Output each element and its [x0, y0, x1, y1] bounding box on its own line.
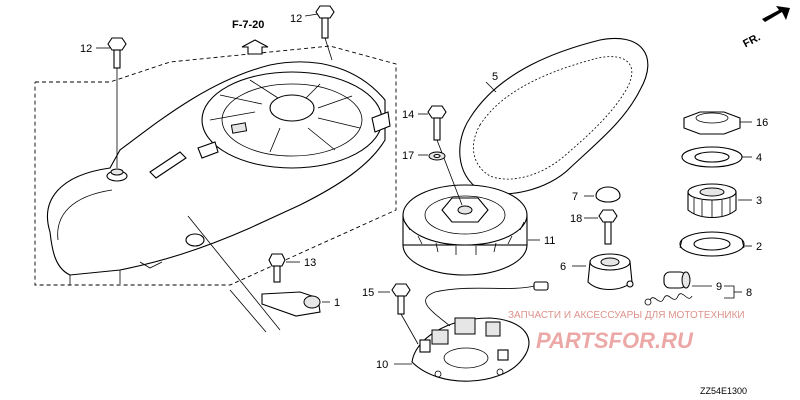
- callout-16: 16: [756, 117, 768, 129]
- drawing-code: ZZ54E1300: [700, 386, 747, 396]
- callout-17: 17: [402, 150, 414, 162]
- callout-10: 10: [376, 359, 388, 371]
- bolt-14: [427, 105, 463, 206]
- callout-12-left: 12: [80, 43, 92, 55]
- callout-1: 1: [334, 297, 340, 309]
- reference-arrow: [241, 39, 269, 55]
- callout-15: 15: [362, 287, 374, 299]
- cap-7: [595, 186, 621, 203]
- callout-12-right: 12: [290, 13, 302, 25]
- spring-8: [644, 293, 693, 306]
- gear-3: [687, 183, 737, 219]
- watermark-tagline: ЗАПЧАСТИ И АКСЕССУАРЫ ДЛЯ МОТОТЕХНИКИ: [508, 310, 745, 321]
- callout-9: 9: [716, 281, 722, 293]
- bolt-15: [391, 283, 419, 345]
- callout-8: 8: [746, 287, 752, 299]
- collar-9: [663, 271, 691, 289]
- callout-7: 7: [572, 191, 578, 203]
- timing-belt-cover: [46, 61, 391, 285]
- bolt-12-left: [107, 37, 127, 168]
- base-plate-10: [411, 317, 530, 382]
- callout-11: 11: [544, 235, 555, 247]
- timing-belt-5: [459, 38, 649, 195]
- cover-group-frame: [34, 45, 397, 286]
- callout-3: 3: [756, 195, 762, 207]
- watermark-logo: PARTSFOR.RU: [536, 328, 694, 353]
- washer-17: [428, 151, 446, 161]
- plate-2: [679, 231, 745, 257]
- callout-6: 6: [560, 261, 566, 273]
- callout-13: 13: [304, 257, 316, 269]
- nut-16: [683, 111, 741, 135]
- direction-arrow-icon: [762, 6, 790, 22]
- flywheel-11: [402, 184, 528, 276]
- callout-2: 2: [756, 241, 762, 253]
- reference-label: F-7-20: [232, 19, 264, 31]
- callout-4: 4: [756, 152, 762, 164]
- bolt-18: [598, 209, 618, 245]
- direction-label: FR.: [741, 31, 762, 50]
- callout-14: 14: [402, 109, 414, 121]
- pulser-coil-1: [261, 253, 321, 317]
- pulley-6: [587, 253, 634, 291]
- washer-4: [681, 146, 743, 168]
- callout-18: 18: [570, 213, 582, 225]
- callout-5: 5: [492, 71, 498, 83]
- bolt-12-right: [315, 5, 335, 61]
- wire-harness: [425, 281, 549, 327]
